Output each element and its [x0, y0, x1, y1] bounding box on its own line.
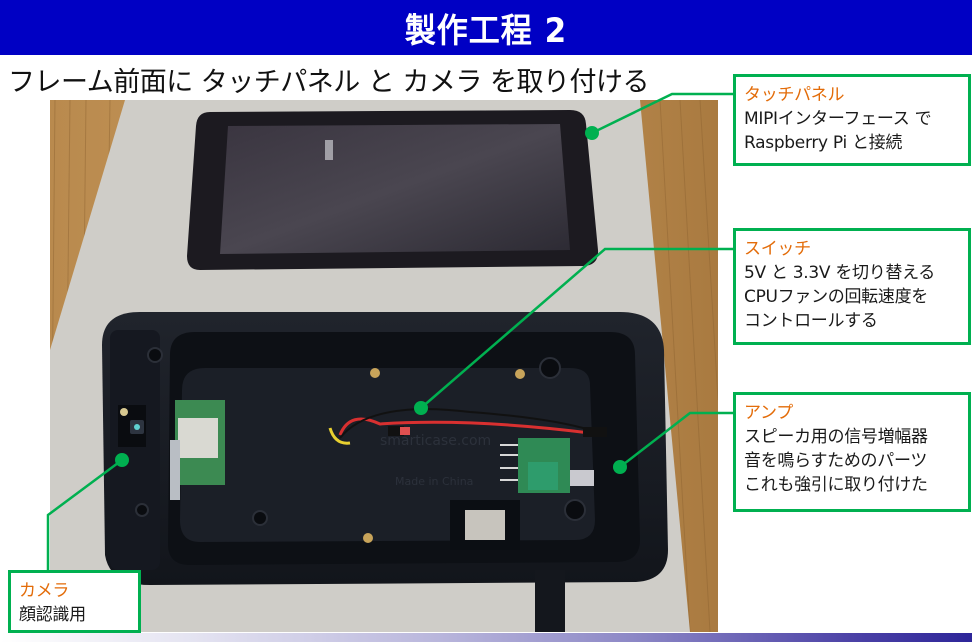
callout-line: MIPIインターフェース で [744, 109, 932, 129]
slide-subtitle: フレーム前面に タッチパネル と カメラ を取り付ける [8, 67, 650, 98]
callout-line: 5V と 3.3V を切り替える [744, 263, 936, 283]
callout-line: Raspberry Pi と接続 [744, 133, 903, 153]
callout-line: コントロールする [744, 311, 878, 331]
slide-title: 製作工程 2 [404, 11, 568, 51]
callout-heading: アンプ [744, 403, 793, 423]
callout-amp: アンプ スピーカ用の信号増幅器 音を鳴らすためのパーツ これも強引に取り付けた [733, 392, 971, 512]
callout-switch: スイッチ 5V と 3.3V を切り替える CPUファンの回転速度を コントロー… [733, 228, 971, 345]
callout-line: 顔認識用 [19, 605, 86, 625]
assembly-photo: smarticase.com Made in China [50, 100, 718, 632]
photo-illustration: smarticase.com Made in China [50, 100, 718, 632]
callout-touch-panel: タッチパネル MIPIインターフェース で Raspberry Pi と接続 [733, 74, 971, 166]
callout-heading: スイッチ [744, 239, 811, 259]
callout-line: これも強引に取り付けた [744, 475, 928, 495]
title-bar: 製作工程 2 [0, 0, 972, 55]
callout-line: スピーカ用の信号増幅器 [744, 427, 928, 447]
bottom-gradient-bar [0, 633, 972, 642]
callout-heading: タッチパネル [744, 85, 845, 105]
callout-line: 音を鳴らすためのパーツ [744, 451, 928, 471]
embossed-made-in: Made in China [395, 475, 473, 488]
callout-line: CPUファンの回転速度を [744, 287, 928, 307]
callout-camera: カメラ 顔認識用 [8, 570, 141, 633]
callout-heading: カメラ [19, 581, 70, 601]
embossed-url: smarticase.com [380, 433, 491, 449]
